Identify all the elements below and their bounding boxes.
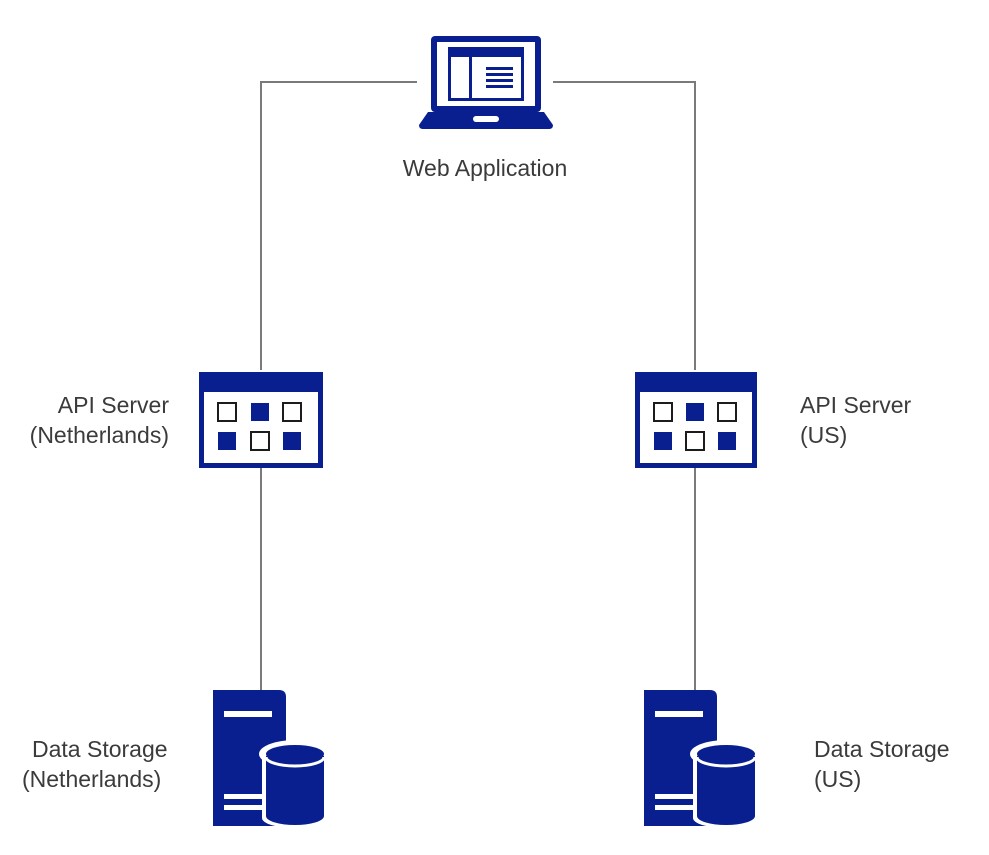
edge-webapp-api-us bbox=[553, 81, 696, 370]
api-server-us-region: (US) bbox=[800, 422, 848, 448]
api-server-nl-label: API Server (Netherlands) bbox=[0, 390, 169, 450]
data-storage-nl-label: Data Storage (Netherlands) bbox=[22, 734, 192, 794]
api-server-nl-region: (Netherlands) bbox=[29, 422, 169, 448]
api-server-icon bbox=[635, 372, 757, 468]
data-storage-nl-title: Data Storage bbox=[32, 736, 168, 762]
web-application-label: Web Application bbox=[402, 155, 568, 181]
laptop-icon bbox=[419, 36, 553, 129]
database-server-icon bbox=[213, 690, 331, 828]
data-storage-us-title: Data Storage bbox=[814, 736, 950, 762]
api-server-nl-title: API Server bbox=[57, 392, 169, 418]
data-storage-us-region: (US) bbox=[814, 766, 862, 792]
api-server-icon bbox=[199, 372, 323, 468]
data-storage-us-label: Data Storage (US) bbox=[814, 734, 984, 794]
database-server-icon bbox=[644, 690, 762, 828]
api-server-us-label: API Server (US) bbox=[800, 390, 980, 450]
data-storage-nl-region: (Netherlands) bbox=[22, 766, 162, 792]
api-server-us-title: API Server bbox=[800, 392, 912, 418]
edge-webapp-api-nl bbox=[260, 81, 417, 370]
